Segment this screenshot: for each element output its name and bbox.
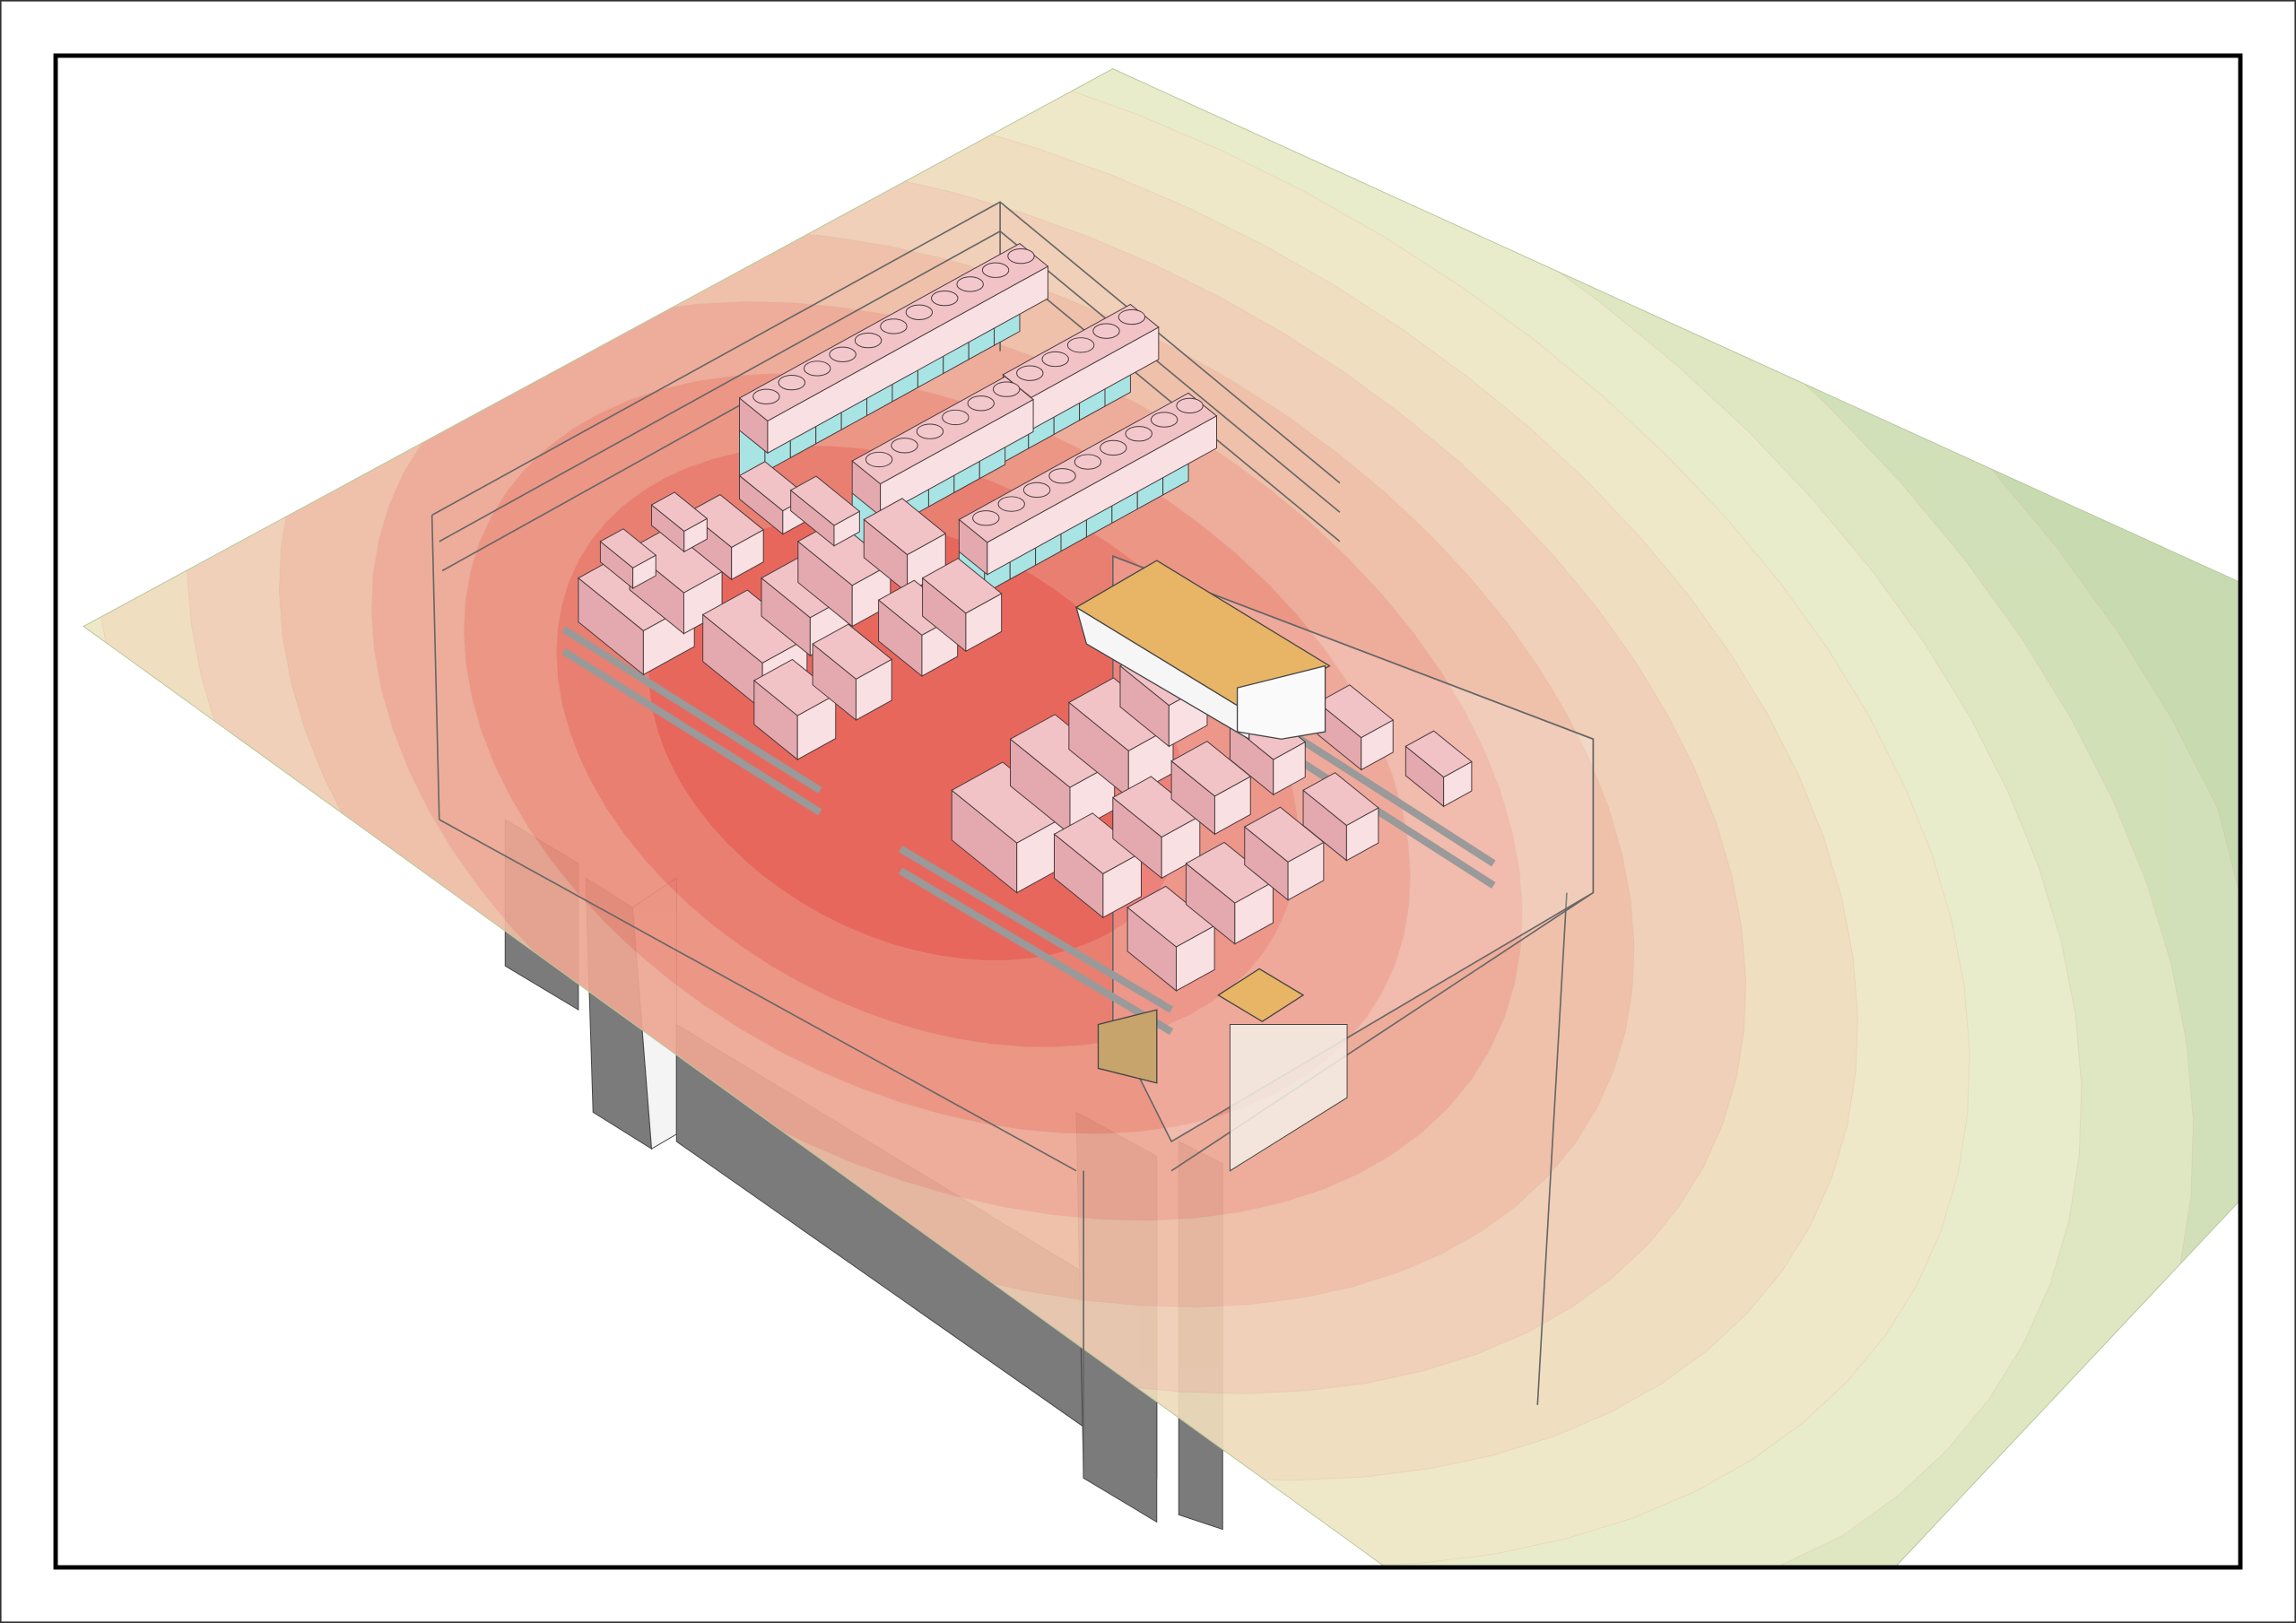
- fan-icon: [942, 409, 970, 426]
- fan-icon: [1100, 439, 1127, 456]
- fan-icon: [931, 290, 959, 307]
- fan-icon: [967, 395, 995, 412]
- fan-icon: [752, 388, 780, 404]
- pipe-rack: [561, 626, 822, 794]
- equipment-box: [1317, 684, 1395, 739]
- equipment-layer: [561, 242, 1496, 1036]
- stair-core: [1236, 664, 1326, 740]
- fan-icon: [1074, 454, 1102, 470]
- equipment-box: [650, 491, 709, 533]
- pipe-rack: [898, 867, 1174, 1036]
- fan-icon: [1016, 365, 1044, 381]
- drawing-frame: [53, 53, 2243, 1570]
- equipment-box: [812, 623, 893, 680]
- equipment-box: [1302, 772, 1379, 827]
- fan-icon: [1176, 397, 1204, 414]
- fan-icon: [905, 304, 934, 320]
- fan-icon: [778, 374, 805, 391]
- fan-icon: [992, 381, 1021, 397]
- fan-icon: [1007, 247, 1035, 265]
- fan-icon: [880, 318, 908, 334]
- fan-icon: [916, 423, 944, 439]
- fan-icon: [956, 276, 984, 292]
- fan-icon: [829, 346, 857, 362]
- fan-icon: [1048, 468, 1076, 484]
- fan-icon: [1118, 308, 1146, 325]
- roof-units: [1074, 560, 1348, 1172]
- fan-icon: [1041, 351, 1069, 368]
- fan-icon: [1022, 482, 1051, 499]
- stair-core-top: [1217, 968, 1305, 1022]
- fan-icon: [865, 451, 893, 468]
- fan-icon: [972, 510, 1000, 526]
- rooftop-unit-side: [1074, 605, 1250, 741]
- equipment-box: [1405, 730, 1473, 778]
- pipe-rack: [561, 647, 822, 816]
- fan-icon: [997, 496, 1025, 512]
- stair-core-face: [1097, 1009, 1158, 1084]
- fan-icon: [891, 438, 918, 454]
- fan-icon: [981, 262, 1010, 278]
- fan-icon: [1125, 426, 1152, 442]
- pipe-rack: [1286, 751, 1496, 889]
- pipe-rack: [1286, 728, 1496, 867]
- equipment-box: [789, 475, 861, 526]
- equipment-box: [863, 498, 947, 556]
- pipe-rack: [898, 846, 1174, 1013]
- fan-icon: [854, 332, 883, 349]
- equipment-box: [687, 494, 765, 548]
- equipment-box: [921, 558, 1003, 614]
- stair-core-face: [1229, 1023, 1348, 1172]
- fan-icon: [1066, 337, 1095, 353]
- fan-icon: [804, 360, 831, 377]
- fan-icon: [1092, 323, 1120, 339]
- fan-icon: [1150, 412, 1178, 428]
- equipment-box: [599, 528, 657, 568]
